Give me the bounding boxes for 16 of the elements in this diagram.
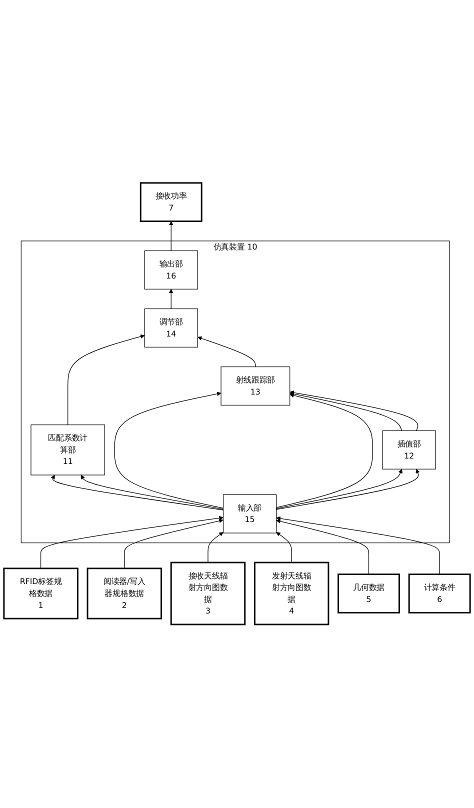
arrow <box>276 516 440 575</box>
arrow <box>50 475 224 511</box>
arrow <box>68 334 145 426</box>
arrow <box>40 516 224 570</box>
arrow <box>290 390 418 432</box>
arrow <box>168 289 174 310</box>
arrow <box>80 475 224 510</box>
arrow <box>290 392 402 432</box>
arrow <box>276 532 292 564</box>
arrow <box>114 392 224 509</box>
arrow <box>276 394 374 508</box>
arrow <box>197 336 256 368</box>
arrow <box>124 519 224 570</box>
arrow <box>208 532 224 564</box>
arrow <box>168 221 174 252</box>
arrow <box>276 519 370 575</box>
